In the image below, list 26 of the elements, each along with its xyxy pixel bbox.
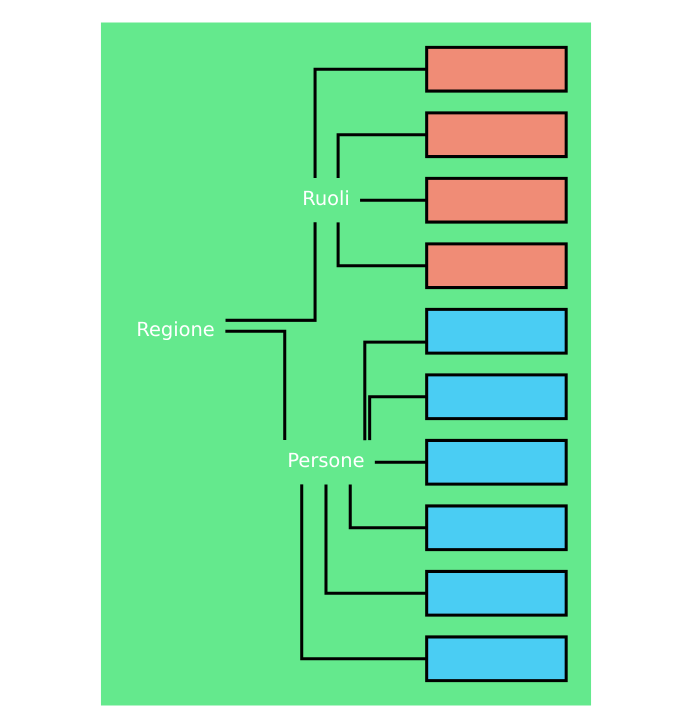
connector [368,395,426,440]
node-box [425,570,568,617]
connector [226,222,317,322]
node-text: Persone [287,448,365,472]
connector [324,484,427,595]
node-box [425,176,568,224]
connector [300,484,426,660]
node-box [425,635,568,682]
connector [336,133,427,178]
node-text: Ruoli [302,186,350,210]
node-box [425,308,568,355]
node-box [425,373,568,420]
connector [314,68,426,178]
node-box [425,111,568,158]
cluster [100,22,592,706]
connector [348,484,426,530]
connector [360,198,426,202]
node-box [425,504,568,552]
connector [363,340,426,440]
node-box [425,46,568,93]
connector [336,222,427,268]
connector [225,330,286,440]
node-box [425,242,568,290]
connector [374,460,427,464]
node-text: Regione [136,318,215,341]
node-box [425,438,568,486]
